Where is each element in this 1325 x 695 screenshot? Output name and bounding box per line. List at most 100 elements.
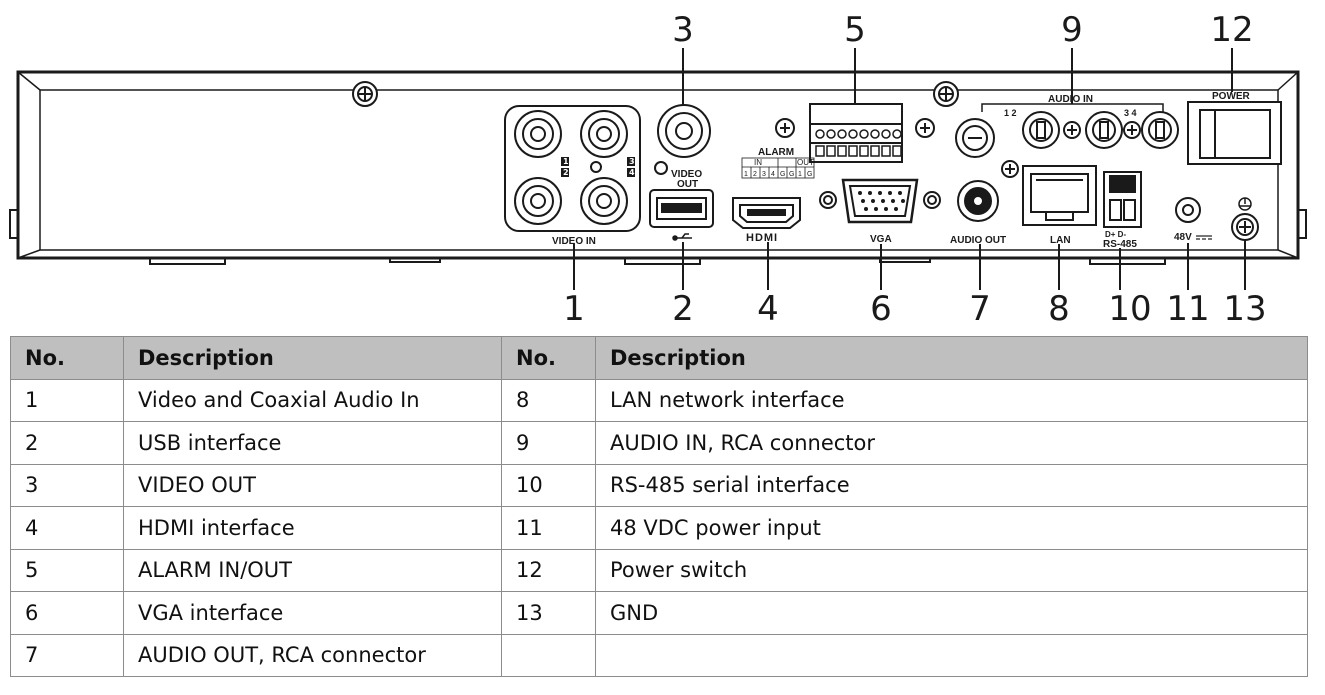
cell-description: GND <box>595 591 1308 635</box>
label-alarm-pin-out1: 1 <box>798 171 802 178</box>
usb-port <box>649 189 714 228</box>
vga-pins <box>858 191 905 211</box>
callout-6: 6 <box>870 289 892 329</box>
audio-out-rca <box>957 180 999 222</box>
cell-no: 10 <box>501 463 596 507</box>
vga-port <box>819 178 941 224</box>
interface-description-table: No. Description No. Description 1 Video … <box>10 336 1308 677</box>
header-description-left: Description <box>123 336 502 380</box>
video-in-bnc-group <box>504 105 641 232</box>
callout-7: 7 <box>969 289 991 329</box>
screw-icon <box>775 118 795 138</box>
label-video-out-2: OUT <box>677 179 698 190</box>
label-video-out-1: VIDEO <box>671 169 702 180</box>
label-audio-in: AUDIO IN <box>1048 94 1093 105</box>
video-in-num-4: 4 <box>629 168 635 177</box>
header-no-left: No. <box>10 336 124 380</box>
table-row: 1 Video and Coaxial Audio In 8 LAN netwo… <box>10 378 1308 422</box>
screw-icon <box>352 81 378 107</box>
screw-icon <box>933 81 959 107</box>
ground-symbol-icon <box>1238 197 1252 211</box>
label-alarm-pin-g1: G <box>780 171 785 178</box>
table-row: 6 VGA interface 13 GND <box>10 591 1308 635</box>
label-power: POWER <box>1212 91 1251 102</box>
leader-lines <box>573 48 1246 290</box>
cell-no: 11 <box>501 506 596 550</box>
cell-no: 1 <box>10 378 124 422</box>
table-header-row: No. Description No. Description <box>10 336 1308 380</box>
cell-description: Power switch <box>595 548 1308 592</box>
header-no-right: No. <box>501 336 596 380</box>
screw-icon <box>1063 121 1081 139</box>
screw-icon <box>1123 121 1141 139</box>
callout-2: 2 <box>672 289 694 329</box>
screw-icon <box>1001 160 1019 178</box>
lan-port <box>1022 165 1097 226</box>
cell-no: 7 <box>10 633 124 677</box>
power-switch <box>1187 101 1282 165</box>
cell-description: 48 VDC power input <box>595 506 1308 550</box>
label-vga: VGA <box>870 234 892 245</box>
dc-power-input <box>1175 197 1201 223</box>
table-row: 3 VIDEO OUT 10 RS-485 serial interface <box>10 463 1308 507</box>
label-alarm-out: OUT <box>797 158 814 167</box>
cell-no: 6 <box>10 591 124 635</box>
cell-description: AUDIO OUT, RCA connector <box>123 633 502 677</box>
label-rs485-pins: D+ D- <box>1105 230 1126 239</box>
callout-3: 3 <box>672 10 694 50</box>
audio-out-rca <box>955 118 995 158</box>
label-audio-out: AUDIO OUT <box>950 235 1006 246</box>
rear-panel-diagram: 1 2 3 4 <box>9 48 1307 290</box>
cell-description: HDMI interface <box>123 506 502 550</box>
dc-symbol-icon <box>1196 235 1212 240</box>
label-audio-in-12: 1 2 <box>1004 108 1017 118</box>
label-alarm: ALARM <box>758 147 794 158</box>
callout-13: 13 <box>1223 289 1267 329</box>
callout-11: 11 <box>1166 289 1210 329</box>
video-in-num-2: 2 <box>563 168 569 177</box>
cell-description: ALARM IN/OUT <box>123 548 502 592</box>
label-alarm-pin-1: 1 <box>744 171 748 178</box>
cell-no: 4 <box>10 506 124 550</box>
cell-no: 13 <box>501 591 596 635</box>
label-alarm-in: IN <box>754 158 762 167</box>
video-in-num-1: 1 <box>563 157 569 166</box>
callout-1: 1 <box>563 289 585 329</box>
cell-description: VGA interface <box>123 591 502 635</box>
header-description-right: Description <box>595 336 1308 380</box>
screw-icon <box>915 118 935 138</box>
label-hdmi: HDMI <box>746 232 778 244</box>
callout-12: 12 <box>1210 10 1254 50</box>
table-row: 2 USB interface 9 AUDIO IN, RCA connecto… <box>10 421 1308 465</box>
table-row: 5 ALARM IN/OUT 12 Power switch <box>10 548 1308 592</box>
cell-no: 3 <box>10 463 124 507</box>
table-row: 7 AUDIO OUT, RCA connector <box>10 633 1308 677</box>
label-alarm-pin-2: 2 <box>753 171 757 178</box>
callout-9: 9 <box>1061 10 1083 50</box>
cell-no <box>501 633 596 677</box>
cell-no: 9 <box>501 421 596 465</box>
ground-terminal <box>1231 213 1259 241</box>
callout-10: 10 <box>1108 289 1152 329</box>
callout-5: 5 <box>844 10 866 50</box>
cell-description <box>595 633 1308 677</box>
alarm-pins <box>815 129 902 157</box>
cell-description: RS-485 serial interface <box>595 463 1308 507</box>
audio-in-rca-group <box>1022 111 1179 149</box>
alarm-legend-grid <box>741 157 815 179</box>
label-video-in: VIDEO IN <box>552 236 596 247</box>
cell-no: 8 <box>501 378 596 422</box>
label-alarm-pin-g3: G <box>807 171 812 178</box>
label-48v: 48V <box>1174 232 1192 243</box>
label-alarm-pin-3: 3 <box>762 171 766 178</box>
callout-4: 4 <box>757 289 779 329</box>
rs485-connector <box>1103 171 1142 228</box>
callout-8: 8 <box>1048 289 1070 329</box>
label-audio-in-34: 3 4 <box>1124 108 1137 118</box>
hdmi-port <box>732 197 801 229</box>
label-alarm-pin-4: 4 <box>771 171 775 178</box>
table-row: 4 HDMI interface 11 48 VDC power input <box>10 506 1308 550</box>
cell-description: LAN network interface <box>595 378 1308 422</box>
cell-description: VIDEO OUT <box>123 463 502 507</box>
usb-icon <box>672 233 692 241</box>
